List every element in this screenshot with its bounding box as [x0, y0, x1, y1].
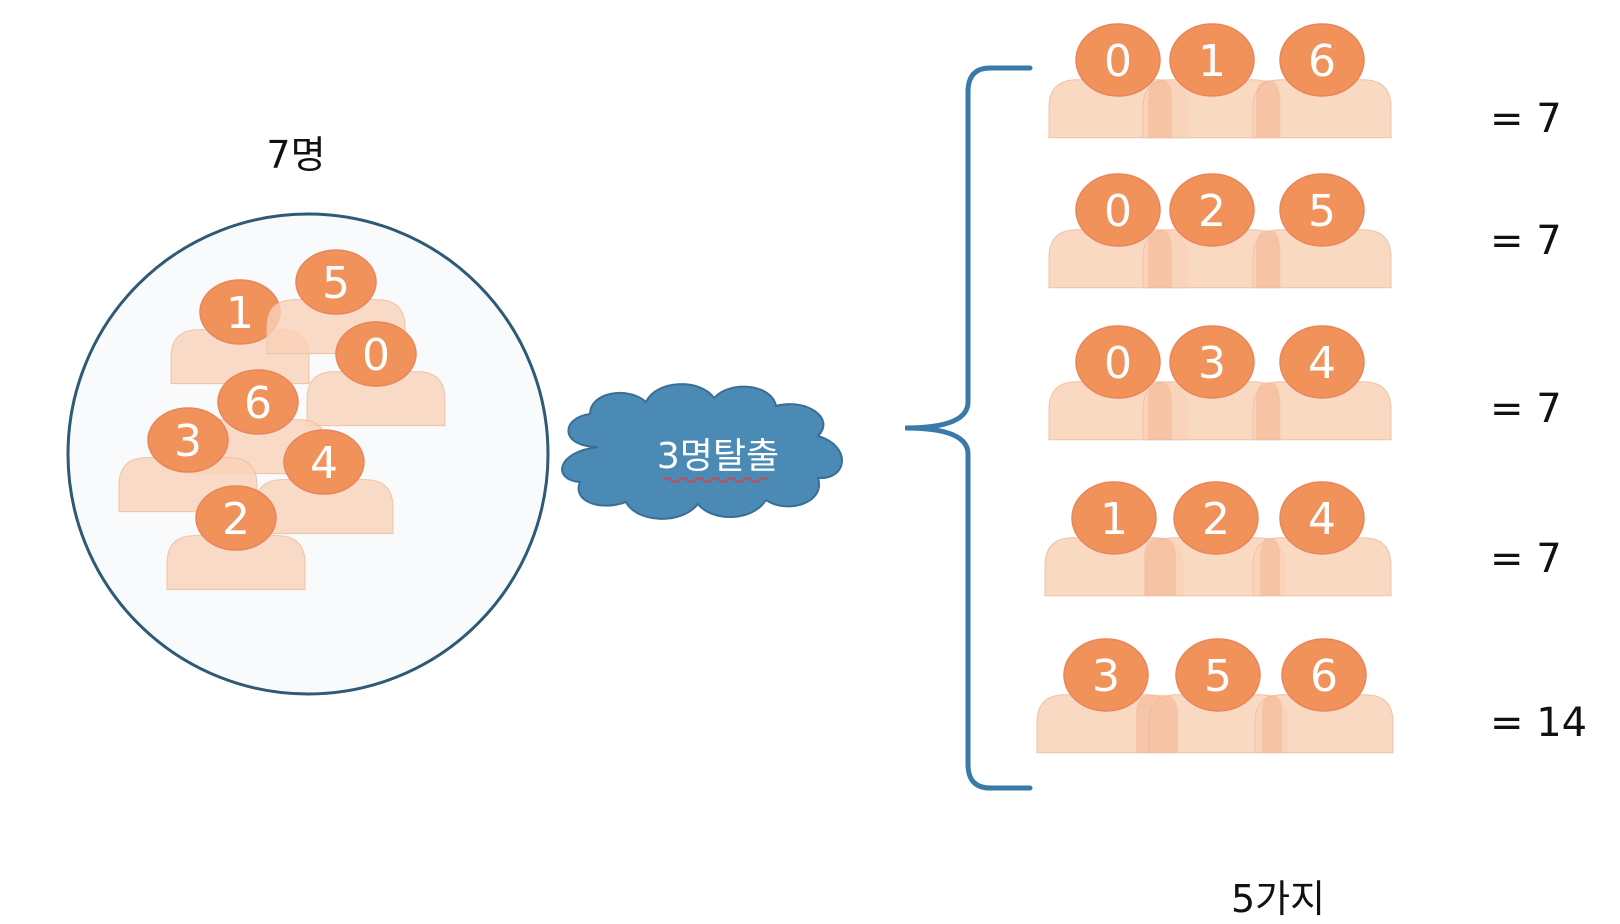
person-icon: 2 — [166, 485, 306, 591]
person-icon: 4 — [254, 429, 394, 535]
person-head — [217, 369, 299, 435]
person-head — [1281, 638, 1367, 712]
person-number: 5 — [322, 258, 350, 309]
person-number: 1 — [226, 288, 254, 339]
person-icon: 4 — [1252, 325, 1392, 441]
person-icon: 2 — [1146, 481, 1286, 597]
combination-row: 0 1 6 = 7 — [1048, 23, 1562, 142]
group-size-label: 7명 — [266, 133, 325, 177]
body-overlap — [1148, 381, 1172, 440]
person-head — [1169, 325, 1255, 399]
person-head — [147, 407, 229, 473]
body-overlap — [1256, 79, 1280, 138]
person-number: 3 — [1198, 338, 1226, 389]
person-number: 2 — [222, 494, 250, 545]
person-head — [1075, 325, 1161, 399]
person-head — [335, 321, 417, 387]
person-body — [1252, 381, 1392, 441]
person-head — [1063, 638, 1149, 712]
combination-result: = 14 — [1490, 700, 1587, 746]
person-number: 4 — [1308, 494, 1336, 545]
person-head — [1279, 173, 1365, 247]
person-head — [283, 429, 365, 495]
combination-row: 0 2 5 = 7 — [1048, 173, 1562, 289]
person-number: 3 — [1092, 651, 1120, 702]
person-head — [1279, 325, 1365, 399]
combination-row: 0 3 4 = 7 — [1048, 325, 1562, 441]
person-icon: 5 — [1148, 638, 1288, 754]
person-head — [1173, 481, 1259, 555]
person-icon: 0 — [306, 321, 446, 427]
person-number: 4 — [1308, 338, 1336, 389]
body-overlap — [1136, 694, 1178, 753]
person-body — [1252, 229, 1392, 289]
person-icon: 5 — [1252, 173, 1392, 289]
body-overlap — [1144, 537, 1176, 596]
person-icon: 1 — [1142, 23, 1282, 139]
person-body — [166, 535, 306, 591]
cloud-label: 3명탈출 — [657, 436, 779, 477]
body-overlap — [1256, 381, 1280, 440]
person-head — [1279, 481, 1365, 555]
person-number: 6 — [1310, 651, 1338, 702]
crowd-people: 1 50 63 4 2 — [118, 249, 446, 591]
combination-row: 1 2 4 = 7 — [1044, 481, 1562, 597]
spellcheck-underline — [662, 477, 768, 483]
combination-row: 3 5 6 = 14 — [1036, 638, 1587, 754]
combination-result: = 7 — [1490, 536, 1562, 582]
person-icon: 6 — [1254, 638, 1394, 754]
person-icon: 6 — [1252, 23, 1392, 139]
combination-result: = 7 — [1490, 386, 1562, 432]
combination-result: = 7 — [1490, 218, 1562, 264]
person-number: 6 — [1308, 36, 1336, 87]
person-head — [1075, 23, 1161, 97]
body-overlap — [1260, 537, 1280, 596]
person-number: 1 — [1198, 36, 1226, 87]
person-head — [1169, 173, 1255, 247]
person-body — [1252, 537, 1392, 597]
person-icon: 3 — [1142, 325, 1282, 441]
person-head — [1169, 23, 1255, 97]
person-head — [1071, 481, 1157, 555]
person-head — [195, 485, 277, 551]
body-overlap — [1256, 229, 1280, 288]
escape-cloud: 3명탈출 — [561, 383, 843, 520]
combination-result: = 7 — [1490, 96, 1562, 142]
person-number: 5 — [1204, 651, 1232, 702]
body-overlap — [1262, 694, 1282, 753]
person-number: 6 — [244, 378, 272, 429]
person-body — [306, 371, 446, 427]
person-body — [1252, 79, 1392, 139]
curly-brace-icon — [904, 65, 1033, 791]
person-number: 3 — [174, 416, 202, 467]
person-head — [295, 249, 377, 315]
person-head — [1279, 23, 1365, 97]
person-number: 0 — [362, 330, 390, 381]
person-number: 0 — [1104, 338, 1132, 389]
person-number: 0 — [1104, 186, 1132, 237]
escape-groups: 0 1 6 = 7 0 2 5 = 7 0 3 4 = 7 1 2 4 = 7 3 5 6 = 14 — [1036, 23, 1587, 754]
body-overlap — [1148, 229, 1172, 288]
person-number: 2 — [1202, 494, 1230, 545]
body-overlap — [1148, 79, 1172, 138]
person-head — [1175, 638, 1261, 712]
person-number: 0 — [1104, 36, 1132, 87]
person-number: 4 — [310, 438, 338, 489]
person-head — [1075, 173, 1161, 247]
cloud-icon — [561, 383, 843, 520]
person-body — [1254, 694, 1394, 754]
person-icon: 4 — [1252, 481, 1392, 597]
person-number: 2 — [1198, 186, 1226, 237]
combination-count-label: 5가지 — [1231, 877, 1325, 921]
person-number: 1 — [1100, 494, 1128, 545]
person-icon: 2 — [1142, 173, 1282, 289]
person-number: 5 — [1308, 186, 1336, 237]
